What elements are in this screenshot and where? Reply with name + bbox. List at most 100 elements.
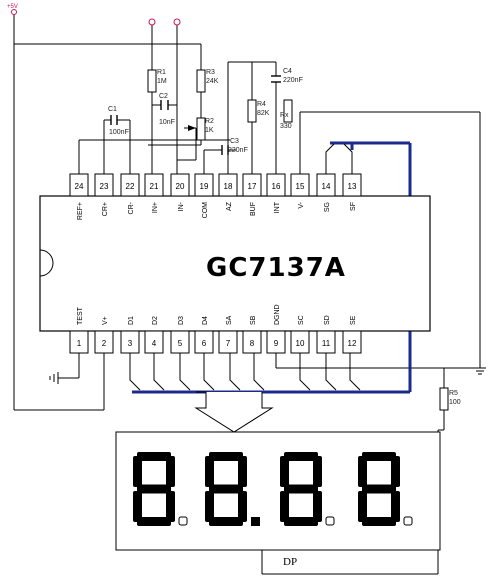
r2-value: 1K (205, 127, 214, 134)
c1-value: 100nF (109, 129, 129, 136)
decimal-point (178, 516, 188, 526)
pin-number: 24 (75, 182, 84, 191)
pin-name: SG (324, 202, 331, 212)
pin-name: IN- (178, 201, 185, 211)
r4-value: 82K (257, 110, 270, 117)
digit-segment (362, 452, 396, 461)
pin-number: 3 (128, 339, 133, 348)
pin-box (290, 173, 310, 197)
vcc-label: +5V (7, 4, 18, 10)
pin-box (342, 173, 362, 197)
capacitors (110, 75, 281, 155)
digit-segment (205, 491, 214, 522)
pin-box (242, 330, 262, 354)
decimal-point (403, 516, 413, 526)
pin-box (94, 173, 114, 197)
c3-name: C3 (230, 138, 239, 145)
c1-name: C1 (108, 106, 117, 113)
pin-name: INT (274, 201, 281, 213)
r1-value: 1M (157, 78, 167, 85)
digit-segment (209, 517, 243, 526)
pin-number: 4 (152, 339, 157, 348)
digit-segment (280, 491, 289, 522)
digit-segment (238, 491, 247, 522)
pin-name: AZ (226, 201, 233, 211)
pin-number: 23 (100, 182, 109, 191)
pin-name: IN+ (152, 202, 159, 213)
resistor-r5 (439, 387, 449, 411)
pin-box (290, 330, 310, 354)
pin-number: 9 (274, 339, 279, 348)
digit-segment (284, 484, 318, 494)
bus-taps (129, 143, 361, 391)
digit-segment (284, 452, 318, 461)
pin-name: SA (226, 315, 233, 325)
decimal-point-lit (251, 517, 260, 526)
resistors (147, 69, 449, 411)
digit-segment (313, 456, 322, 487)
dp-label: DP (283, 556, 297, 568)
bottom-pin-row: 1TEST2V+3D14D25D36D47SA8SB9DGND10SC11SD1… (69, 304, 362, 354)
pin-number: 10 (296, 339, 305, 348)
digit-segment (358, 491, 367, 522)
resistor-rx (283, 99, 293, 123)
c4-name: C4 (283, 68, 292, 75)
ic-body (39, 195, 431, 332)
ic-notch (39, 249, 54, 277)
digit-segment (313, 491, 322, 522)
pin-box (242, 173, 262, 197)
r5-value: 100 (449, 399, 461, 406)
pin-name: V+ (102, 316, 109, 325)
pin-name: DGND (274, 304, 281, 325)
pin-name: D4 (202, 316, 209, 325)
pin-name: CR+ (102, 202, 109, 216)
pin-box (144, 330, 164, 354)
output-arrow (194, 391, 274, 433)
pin-box (266, 173, 286, 197)
pin-name: SB (250, 315, 257, 325)
pin-box (94, 330, 114, 354)
top-pin-row: 24REF+23CR+22CR-21IN+20IN-19COM18AZ17BUF… (69, 173, 362, 220)
pin-box (218, 330, 238, 354)
digit-segment (280, 456, 289, 487)
pin-box (194, 330, 214, 354)
digit-segment (391, 456, 400, 487)
pin-number: 5 (178, 339, 183, 348)
pin-name: TEST (77, 306, 84, 325)
r3-value: 24K (206, 78, 219, 85)
digit-segment (137, 452, 171, 461)
pin-box (120, 330, 140, 354)
pin-number: 21 (150, 182, 159, 191)
digit-segment (238, 456, 247, 487)
rx-name: Rx (280, 112, 289, 119)
pin-box (194, 173, 214, 197)
pin-number: 13 (348, 182, 357, 191)
pin-box (69, 330, 89, 354)
pin-number: 11 (322, 339, 331, 348)
pin-box (316, 330, 336, 354)
digit-segment (137, 517, 171, 526)
r5-name: R5 (449, 390, 458, 397)
digit-segment (362, 517, 396, 526)
digit-segment (137, 484, 171, 494)
resistor-r3 (196, 69, 206, 93)
pin-name: BUF (250, 202, 257, 216)
digit-segment (133, 491, 142, 522)
pin-number: 17 (248, 182, 257, 191)
pin-box (170, 173, 190, 197)
chip-name: GC7137A (206, 253, 346, 283)
pin-number: 14 (322, 182, 331, 191)
digit-segment (391, 491, 400, 522)
pin-number: 12 (348, 339, 357, 348)
pin-name: SC (298, 315, 305, 325)
pin-name: D2 (152, 316, 159, 325)
pin-name: SE (350, 315, 357, 325)
pin-name: D3 (178, 316, 185, 325)
in-plus-terminal (148, 18, 156, 26)
wiring (13, 12, 486, 575)
pin-box (266, 330, 286, 354)
pin-name: V- (298, 201, 305, 208)
digit-segment (284, 517, 318, 526)
pin-box (144, 173, 164, 197)
